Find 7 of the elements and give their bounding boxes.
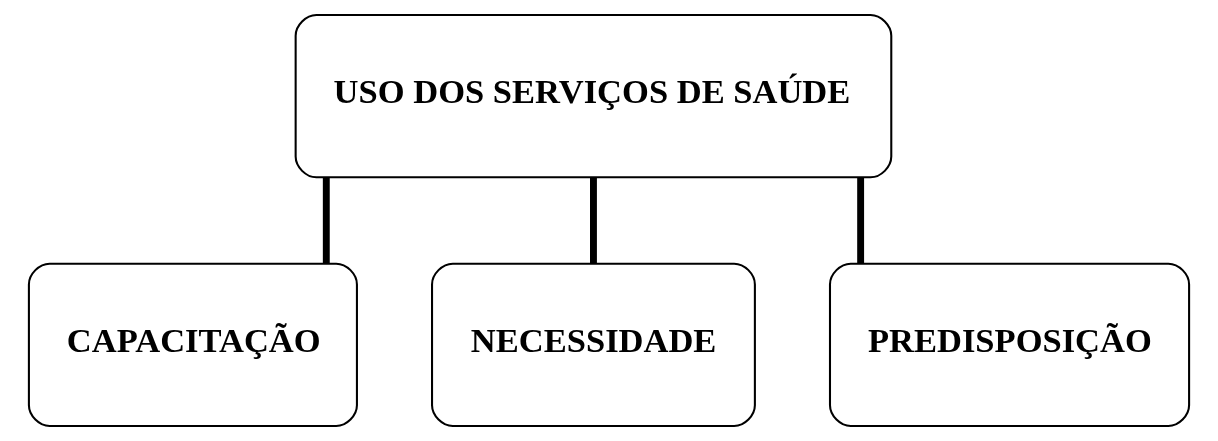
connector [857, 177, 865, 264]
connector [322, 177, 330, 264]
node-box: PREDISPOSIÇÃO [828, 262, 1191, 427]
node-box: USO DOS SERVIÇOS DE SAÚDE [294, 14, 893, 179]
node-box: NECESSIDADE [431, 262, 756, 427]
connector [590, 177, 597, 264]
node-box: CAPACITAÇÃO [27, 262, 358, 427]
